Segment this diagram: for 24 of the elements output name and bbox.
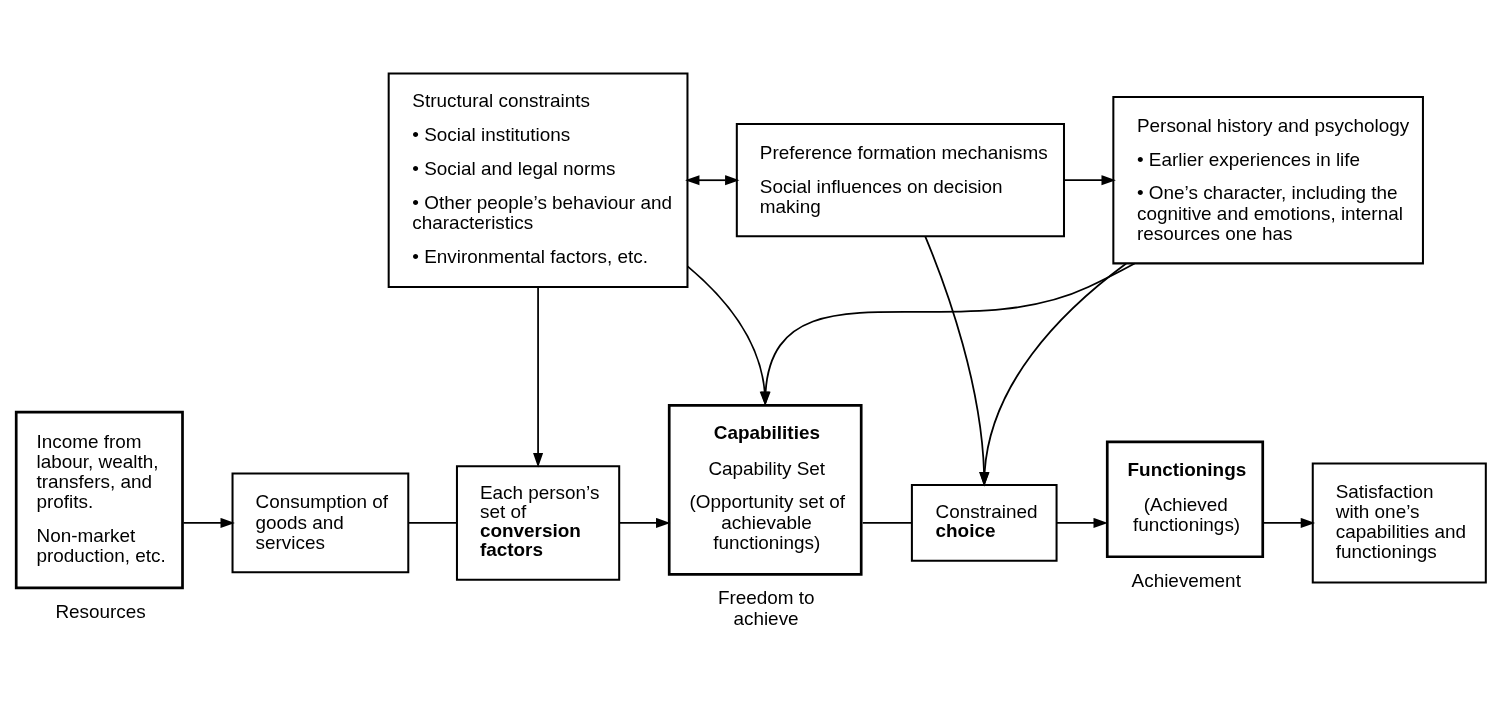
arrow [533,286,544,468]
connector [861,522,913,524]
node-box: Each person’s set of conversion factors [455,465,621,581]
node-label: Freedom to achieve [717,587,815,629]
node-box: Functionings (Achieved functionings) [1105,440,1265,559]
arrow [685,175,740,186]
arrow [924,235,990,487]
node-box: Constrained choice [910,484,1058,562]
arrow [618,517,671,528]
connector [407,522,458,524]
node-box: Satisfaction with one’s capabilities and functionings [1311,462,1487,584]
node-box: Capabilities Capability Set (Opportunity set of achievable functionings) [667,403,863,576]
arrow [979,262,1128,487]
node-label: Achievement [1131,569,1241,591]
node-box: Income from labour, wealth, transfers, and profits. Non-market production, etc. [14,410,184,590]
node-box: Consumption of goods and services [231,472,410,574]
arrow [1063,175,1116,186]
arrow [182,517,235,528]
arrow [1056,517,1108,528]
node-box: Personal history and psychology • Earlier experiences in life • One’s character, including the cognitive and emotions, internal resources one has [1112,96,1424,265]
node-label: Resources [55,600,146,622]
arrow [1262,517,1316,528]
node-box: Structural constraints • Social institutions • Social and legal norms • Other people’s behaviour and characteristics • Environmental factors, etc. [387,72,689,289]
node-box: Preference formation mechanisms Social influences on decision making [735,123,1065,238]
